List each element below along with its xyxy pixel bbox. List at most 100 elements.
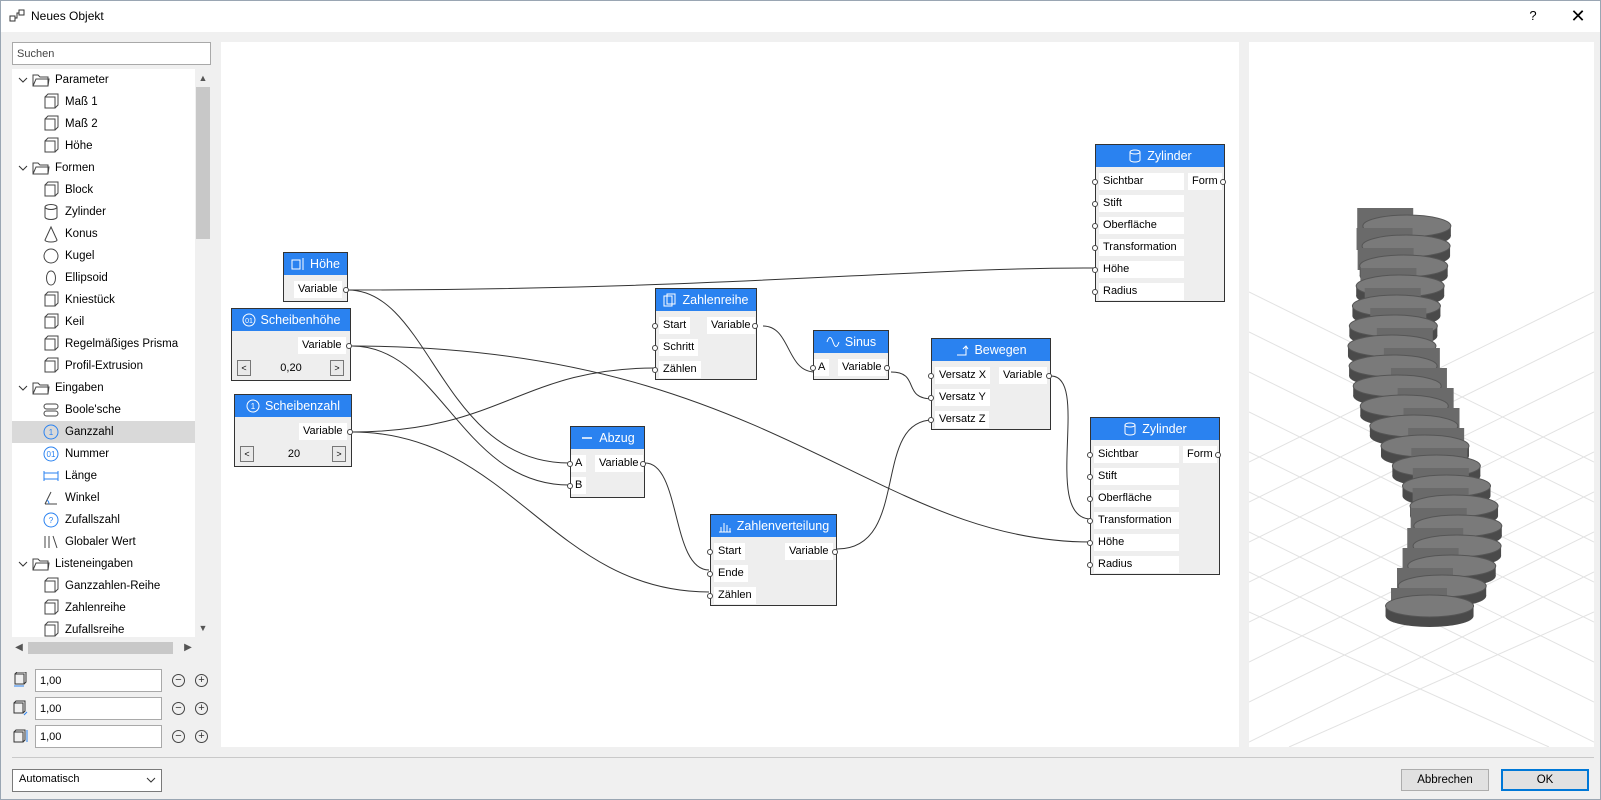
input-connector[interactable] <box>707 549 713 555</box>
increase-dimension-2-button[interactable]: + <box>195 702 208 715</box>
height-field[interactable] <box>35 725 162 748</box>
input-connector[interactable] <box>1087 562 1093 568</box>
input-connector[interactable] <box>1092 223 1098 229</box>
tree-item-ganzzahlen-reihe[interactable]: Ganzzahlen-Reihe <box>12 575 195 597</box>
node-header[interactable]: Abzug <box>571 427 644 449</box>
port-input[interactable]: Schritt <box>659 339 699 356</box>
tree-item-länge[interactable]: Länge <box>12 465 195 487</box>
input-connector[interactable] <box>707 593 713 599</box>
port-input[interactable]: Transformation <box>1099 239 1184 256</box>
input-connector[interactable] <box>567 461 573 467</box>
search-input[interactable] <box>12 42 211 65</box>
input-connector[interactable] <box>1092 267 1098 273</box>
port-input[interactable]: Sichtbar <box>1094 446 1179 463</box>
output-connector[interactable] <box>343 287 349 293</box>
node-zylinder-1[interactable]: Zylinder Sichtbar Stift Oberfläche Trans… <box>1092 144 1226 302</box>
node-header[interactable]: Bewegen <box>932 339 1050 361</box>
input-connector[interactable] <box>652 367 658 373</box>
ok-button[interactable]: OK <box>1501 769 1589 791</box>
mode-select[interactable]: Automatisch <box>12 769 162 792</box>
increase-button[interactable]: > <box>332 446 346 462</box>
port-input[interactable]: Oberfläche <box>1099 217 1184 234</box>
tree-item-zahlenreihe[interactable]: Zahlenreihe <box>12 597 195 619</box>
tree-item-regelmäßiges-prisma[interactable]: Regelmäßiges Prisma <box>12 333 195 355</box>
port-input[interactable]: Höhe <box>1099 261 1184 278</box>
node-header[interactable]: Sinus <box>814 331 888 353</box>
chevron-down-icon[interactable] <box>18 163 28 173</box>
tree-item-zylinder[interactable]: Zylinder <box>12 201 195 223</box>
port-output[interactable]: Variable <box>838 359 886 376</box>
input-connector[interactable] <box>810 365 816 371</box>
cancel-button[interactable]: Abbrechen <box>1401 769 1489 791</box>
port-output[interactable]: Form <box>1183 446 1217 463</box>
node-sinus[interactable]: Sinus A Variable <box>810 330 890 380</box>
scroll-down-icon[interactable]: ▼ <box>198 623 208 633</box>
scroll-thumb[interactable] <box>196 87 210 239</box>
tree-item-globaler-wert[interactable]: Globaler Wert <box>12 531 195 553</box>
help-button[interactable]: ? <box>1529 8 1537 23</box>
decrease-dimension-2-button[interactable]: − <box>172 702 185 715</box>
port-output[interactable]: Variable <box>785 543 833 560</box>
input-connector[interactable] <box>1087 540 1093 546</box>
decrease-button[interactable]: < <box>240 446 254 462</box>
port-input[interactable]: Transformation <box>1094 512 1179 529</box>
port-input[interactable]: Start <box>714 543 746 560</box>
input-connector[interactable] <box>928 417 934 423</box>
decrease-button[interactable]: < <box>237 360 251 376</box>
input-connector[interactable] <box>1087 452 1093 458</box>
tree-item-boole-sche[interactable]: Boole'sche <box>12 399 195 421</box>
port-input[interactable]: Zählen <box>659 361 701 378</box>
node-header[interactable]: Zahlenreihe <box>656 289 756 311</box>
tree-item-maß-2[interactable]: Maß 2 <box>12 113 195 135</box>
input-connector[interactable] <box>1087 518 1093 524</box>
close-button[interactable]: ✕ <box>1570 6 1586 26</box>
node-abzug[interactable]: Abzug A B Variable <box>567 426 646 498</box>
node-zahlenreihe[interactable]: Zahlenreihe Start Schritt Zählen Variabl… <box>652 288 758 380</box>
tree-horizontal-scrollbar[interactable]: ◀ ▶ <box>12 641 195 655</box>
tree-item-kniestück[interactable]: Kniestück <box>12 289 195 311</box>
node-header[interactable]: Zylinder <box>1091 418 1219 440</box>
dimension-1-field[interactable] <box>35 669 162 692</box>
scroll-up-icon[interactable]: ▲ <box>198 73 208 83</box>
tree-item-eingaben[interactable]: Eingaben <box>12 377 195 399</box>
output-connector[interactable] <box>884 365 890 371</box>
port-output[interactable]: Variable <box>999 367 1047 384</box>
increase-button[interactable]: > <box>330 360 344 376</box>
port-output[interactable]: Form <box>1188 173 1222 190</box>
port-output[interactable]: Variable <box>595 455 643 472</box>
node-bewegen[interactable]: Bewegen Versatz X Versatz Y Versatz Z Va… <box>928 338 1052 430</box>
port-input[interactable]: A <box>814 359 830 376</box>
input-connector[interactable] <box>1087 474 1093 480</box>
decrease-dimension-1-button[interactable]: − <box>172 674 185 687</box>
tree-item-zufallsreihe[interactable]: Zufallsreihe <box>12 619 195 637</box>
output-connector[interactable] <box>752 323 758 329</box>
node-header[interactable]: Zylinder <box>1096 145 1224 167</box>
input-connector[interactable] <box>1092 179 1098 185</box>
scroll-right-icon[interactable]: ▶ <box>184 642 192 653</box>
scroll-left-icon[interactable]: ◀ <box>15 642 23 653</box>
port-input[interactable]: Versatz Y <box>935 389 990 406</box>
input-connector[interactable] <box>1087 496 1093 502</box>
value-field[interactable]: 20 <box>287 448 301 460</box>
input-connector[interactable] <box>1092 289 1098 295</box>
tree-item-profil-extrusion[interactable]: Profil-Extrusion <box>12 355 195 377</box>
chevron-down-icon[interactable] <box>18 559 28 569</box>
tree-item-listeneingaben[interactable]: Listeneingaben <box>12 553 195 575</box>
input-connector[interactable] <box>707 571 713 577</box>
tree-item-höhe[interactable]: Höhe <box>12 135 195 157</box>
input-connector[interactable] <box>1092 201 1098 207</box>
node-header[interactable]: Zahlenverteilung <box>711 515 836 537</box>
tree-item-maß-1[interactable]: Maß 1 <box>12 91 195 113</box>
input-connector[interactable] <box>928 373 934 379</box>
node-header[interactable]: Höhe <box>284 253 347 275</box>
input-connector[interactable] <box>1092 245 1098 251</box>
port-input[interactable]: Stift <box>1099 195 1184 212</box>
increase-height-button[interactable]: + <box>195 730 208 743</box>
output-connector[interactable] <box>347 429 353 435</box>
port-input[interactable]: Höhe <box>1094 534 1179 551</box>
port-input[interactable]: Radius <box>1094 556 1179 573</box>
